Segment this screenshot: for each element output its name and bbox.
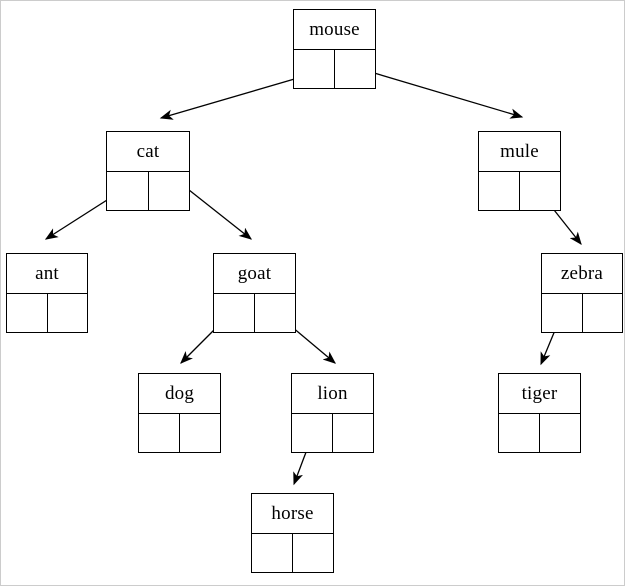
tree-node-horse[interactable]: horse <box>251 493 334 573</box>
node-pointer-row <box>107 172 189 210</box>
node-label: mule <box>479 132 560 172</box>
node-pointer-row <box>499 414 580 452</box>
left-pointer-cell[interactable] <box>107 172 149 210</box>
node-label: horse <box>252 494 333 534</box>
node-pointer-row <box>292 414 373 452</box>
right-pointer-cell[interactable] <box>335 50 375 88</box>
tree-node-goat[interactable]: goat <box>213 253 296 333</box>
tree-node-lion[interactable]: lion <box>291 373 374 453</box>
node-label: ant <box>7 254 87 294</box>
node-pointer-row <box>214 294 295 332</box>
node-label: zebra <box>542 254 622 294</box>
node-label: lion <box>292 374 373 414</box>
right-pointer-cell[interactable] <box>333 414 373 452</box>
edge-cat-to-goat <box>183 185 253 240</box>
node-label: cat <box>107 132 189 172</box>
left-pointer-cell[interactable] <box>294 50 335 88</box>
left-pointer-cell[interactable] <box>7 294 48 332</box>
node-label: mouse <box>294 10 375 50</box>
left-pointer-cell[interactable] <box>139 414 180 452</box>
node-pointer-row <box>252 534 333 572</box>
node-pointer-row <box>139 414 220 452</box>
left-pointer-cell[interactable] <box>214 294 255 332</box>
node-label: goat <box>214 254 295 294</box>
node-label: dog <box>139 374 220 414</box>
tree-node-cat[interactable]: cat <box>106 131 190 211</box>
right-pointer-cell[interactable] <box>149 172 190 210</box>
tree-node-mouse[interactable]: mouse <box>293 9 376 89</box>
tree-node-ant[interactable]: ant <box>6 253 88 333</box>
right-pointer-cell[interactable] <box>48 294 88 332</box>
tree-node-mule[interactable]: mule <box>478 131 561 211</box>
right-pointer-cell[interactable] <box>540 414 580 452</box>
edge-mouse-to-cat <box>159 72 316 120</box>
edge-mouse-to-mule <box>353 66 524 119</box>
tree-node-tiger[interactable]: tiger <box>498 373 581 453</box>
node-pointer-row <box>7 294 87 332</box>
right-pointer-cell[interactable] <box>180 414 220 452</box>
right-pointer-cell[interactable] <box>520 172 560 210</box>
tree-node-dog[interactable]: dog <box>138 373 221 453</box>
right-pointer-cell[interactable] <box>583 294 623 332</box>
node-label: tiger <box>499 374 580 414</box>
node-pointer-row <box>542 294 622 332</box>
left-pointer-cell[interactable] <box>292 414 333 452</box>
node-pointer-row <box>479 172 560 210</box>
left-pointer-cell[interactable] <box>499 414 540 452</box>
left-pointer-cell[interactable] <box>479 172 520 210</box>
node-pointer-row <box>294 50 375 88</box>
tree-node-zebra[interactable]: zebra <box>541 253 623 333</box>
right-pointer-cell[interactable] <box>255 294 295 332</box>
left-pointer-cell[interactable] <box>542 294 583 332</box>
right-pointer-cell[interactable] <box>293 534 333 572</box>
left-pointer-cell[interactable] <box>252 534 293 572</box>
